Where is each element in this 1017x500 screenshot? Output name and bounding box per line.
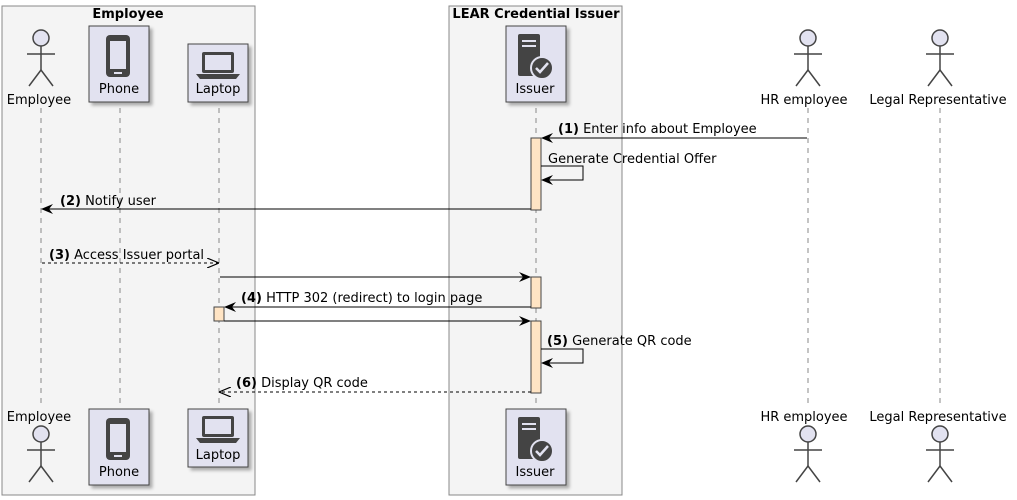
phone-icon [106, 418, 130, 460]
message-label: (2) Notify user [60, 194, 157, 209]
activation-issuer-3 [530, 320, 542, 394]
activations [213, 137, 542, 394]
participant-phone-top: Phone [88, 25, 150, 103]
participant-label: Phone [99, 82, 139, 97]
participant-legal-top: Legal Representative [869, 29, 1007, 108]
message-label: (4) HTTP 302 (redirect) to login page [241, 291, 482, 306]
stick-figure-icon [794, 29, 822, 87]
participant-label: Laptop [196, 448, 241, 463]
message-2: (2) Notify user [41, 194, 531, 214]
participant-label: Phone [99, 465, 139, 480]
participant-hr-bottom: HR employee [760, 410, 848, 483]
participant-laptop-top: Laptop [187, 43, 249, 103]
laptop-icon [196, 52, 240, 79]
activation-issuer-2 [530, 276, 542, 309]
stick-figure-icon [27, 29, 55, 87]
server-check-icon [518, 34, 554, 80]
participant-laptop-bottom: Laptop [187, 408, 249, 468]
message-label: (5) Generate QR code [547, 334, 692, 349]
box-issuer-title: LEAR Credential Issuer [452, 7, 620, 22]
participant-label: Issuer [516, 465, 556, 480]
box-employee-title: Employee [92, 7, 163, 22]
message-label: Generate Credential Offer [548, 152, 717, 167]
message-label: (6) Display QR code [236, 376, 368, 391]
participant-label: HR employee [760, 93, 847, 108]
message-self-credential-offer: Generate Credential Offer [541, 152, 717, 185]
message-label: (1) Enter info about Employee [558, 122, 757, 137]
message-5: (5) Generate QR code [541, 334, 692, 368]
message-1: (1) Enter info about Employee [541, 122, 807, 143]
activation-laptop [213, 306, 225, 322]
participant-label: Legal Representative [869, 410, 1006, 425]
participant-label: Legal Representative [869, 93, 1006, 108]
participant-label: Employee [7, 410, 71, 425]
participant-employee-top: Employee [7, 29, 71, 108]
phone-icon [106, 35, 130, 77]
participant-phone-bottom: Phone [88, 408, 150, 486]
stick-figure-icon [794, 425, 822, 483]
message-3: (3) Access Issuer portal [42, 248, 218, 263]
participant-employee-bottom: Employee [7, 410, 71, 483]
stick-figure-icon [926, 29, 954, 87]
message-4: (4) HTTP 302 (redirect) to login page [224, 291, 531, 312]
message-label: (3) Access Issuer portal [49, 248, 204, 263]
participant-legal-bottom: Legal Representative [869, 410, 1007, 483]
stick-figure-icon [926, 425, 954, 483]
participant-label: Laptop [196, 82, 241, 97]
participant-issuer-bottom: Issuer [505, 408, 567, 486]
stick-figure-icon [27, 425, 55, 483]
participant-label: Issuer [516, 82, 556, 97]
participant-label: Employee [7, 93, 71, 108]
activation-issuer-1 [530, 137, 542, 211]
participant-label: HR employee [760, 410, 847, 425]
laptop-icon [196, 416, 240, 443]
participant-issuer-top: Issuer [505, 25, 567, 103]
participant-hr-top: HR employee [760, 29, 848, 108]
message-6: (6) Display QR code [220, 376, 531, 392]
server-check-icon [518, 417, 554, 463]
